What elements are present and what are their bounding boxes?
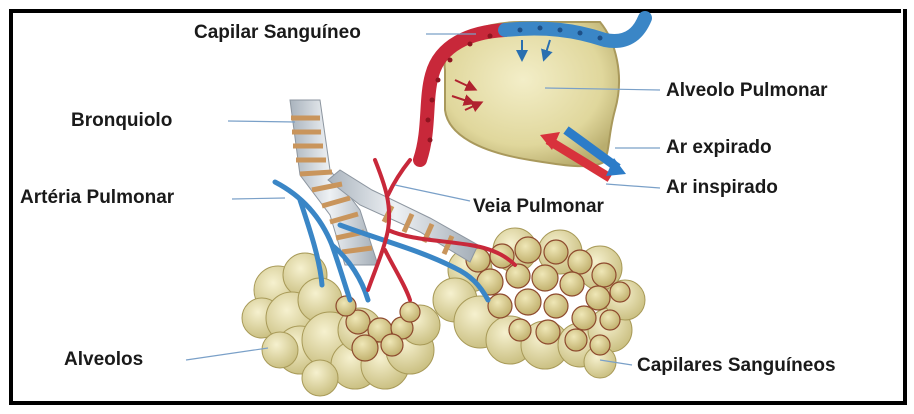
label-alveolo-pulmonar: Alveolo Pulmonar: [666, 80, 828, 102]
alveolus-detail: [420, 18, 645, 178]
label-ar-inspirado: Ar inspirado: [666, 177, 778, 199]
label-alveolos: Alveolos: [64, 349, 143, 371]
label-capilar-sanguineo: Capilar Sanguíneo: [194, 22, 361, 44]
label-veia-pulmonar: Veia Pulmonar: [473, 196, 604, 218]
label-capilares-sanguineos: Capilares Sanguíneos: [637, 355, 836, 377]
label-ar-expirado: Ar expirado: [666, 137, 772, 159]
label-arteria-pulmonar: Artéria Pulmonar: [20, 187, 174, 209]
label-bronquiolo: Bronquiolo: [71, 110, 172, 132]
